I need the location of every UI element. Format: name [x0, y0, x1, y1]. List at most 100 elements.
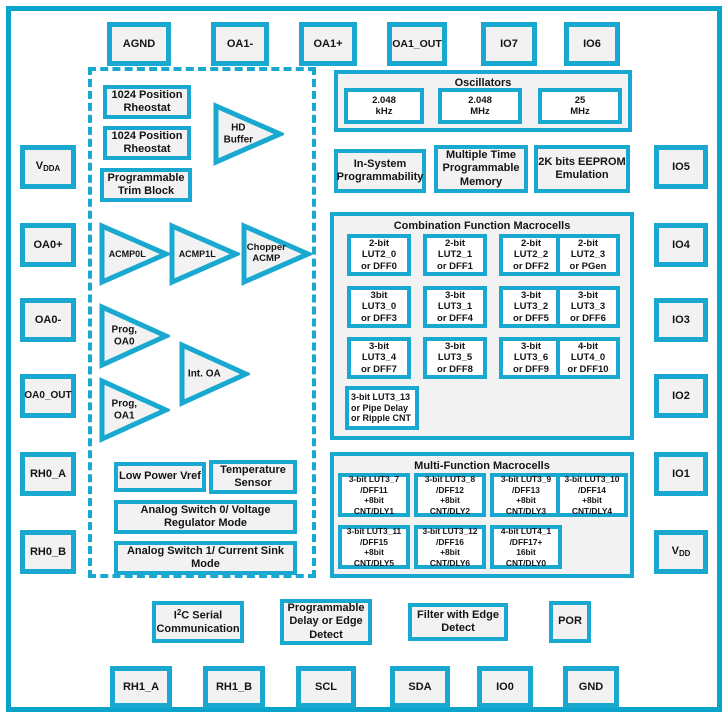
- c5-l1: 3-bit: [444, 290, 466, 302]
- amp-prog-oa0[interactable]: Prog, OA0: [98, 303, 170, 369]
- pad-vdda[interactable]: VDDA: [20, 145, 76, 189]
- block-low-power-vref[interactable]: Low Power Vref: [114, 462, 206, 492]
- pad-oa1-plus[interactable]: OA1+: [299, 22, 357, 66]
- pad-io2[interactable]: IO2: [654, 374, 708, 418]
- block-temperature-sensor[interactable]: Temperature Sensor: [209, 460, 297, 494]
- pad-rh1-b[interactable]: RH1_B: [203, 666, 265, 708]
- block-analog-switch-0[interactable]: Analog Switch 0/ Voltage Regulator Mode: [114, 500, 297, 534]
- block-programmable-delay-edge-detect[interactable]: Programmable Delay or Edge Detect: [280, 599, 372, 645]
- pad-oa0-out[interactable]: OA0_OUT: [20, 374, 76, 418]
- pad-rh0-b[interactable]: RH0_B: [20, 530, 76, 574]
- c0-l1: 2-bit: [368, 238, 390, 250]
- pad-sda[interactable]: SDA: [390, 666, 450, 708]
- combination-macrocells-title: Combination Function Macrocells: [393, 220, 571, 232]
- pad-io0[interactable]: IO0: [477, 666, 533, 708]
- amp-acmp0l-label: ACMP0L: [108, 248, 146, 259]
- block-in-system-programmability[interactable]: In-System Programmability: [334, 149, 426, 193]
- pad-oa0-plus[interactable]: OA0+: [20, 223, 76, 267]
- c7-l2: LUT3_3: [570, 301, 606, 313]
- pad-oa1-out[interactable]: OA1_OUT: [387, 22, 447, 66]
- m1-l1: 3-bit LUT3_8: [424, 474, 476, 484]
- c10-l1: 3-bit: [520, 341, 542, 353]
- c11-l2: LUT4_0: [570, 352, 606, 364]
- block-eeprom-emulation[interactable]: 2K bits EEPROM Emulation: [534, 145, 630, 193]
- m2-l3: +8bit: [516, 495, 536, 505]
- m5-l2: /DFF16: [436, 536, 464, 547]
- pad-rh0-a[interactable]: RH0_A: [20, 452, 76, 496]
- c10-l3: or DFF9: [513, 363, 549, 375]
- pad-oa0-minus[interactable]: OA0-: [20, 298, 76, 342]
- pad-oa1-minus[interactable]: OA1-: [211, 22, 269, 66]
- pad-scl[interactable]: SCL: [296, 666, 356, 708]
- block-programmable-trim[interactable]: Programmable Trim Block: [100, 168, 192, 202]
- amp-hd-buffer-label: HD Buffer: [223, 122, 254, 146]
- amp-prog-oa0-label: Prog, OA0: [111, 324, 138, 348]
- block-filter-edge-detect[interactable]: Filter with Edge Detect: [408, 603, 508, 641]
- block-rheostat-1[interactable]: 1024 Position Rheostat: [103, 126, 191, 160]
- pad-io7[interactable]: IO7: [481, 22, 537, 66]
- m4-l4: CNT/DLY5: [353, 557, 395, 568]
- pad-io3[interactable]: IO3: [654, 298, 708, 342]
- amp-prog-oa1[interactable]: Prog, OA1: [98, 377, 170, 443]
- block-rheostat-0[interactable]: 1024 Position Rheostat: [103, 85, 191, 119]
- amp-acmp0l[interactable]: ACMP0L: [98, 222, 170, 286]
- pad-io4[interactable]: IO4: [654, 223, 708, 267]
- block-analog-switch-1[interactable]: Analog Switch 1/ Current Sink Mode: [114, 541, 297, 575]
- osc1-line1: 2.048: [468, 94, 492, 106]
- amp-chopper-acmp[interactable]: Chopper ACMP: [240, 222, 312, 286]
- c4-l3: or DFF3: [361, 312, 397, 324]
- c2-l1: 2-bit: [520, 238, 542, 250]
- c6-l1: 3-bit: [520, 290, 542, 302]
- block-por[interactable]: POR: [549, 601, 591, 643]
- pad-gnd[interactable]: GND: [563, 666, 619, 708]
- c1-l3: or DFF1: [437, 260, 473, 272]
- c2-l3: or DFF2: [513, 260, 549, 272]
- m0-l2: /DFF11: [360, 484, 388, 495]
- pad-vdd-label: VDD: [671, 545, 691, 559]
- c7-l1: 3-bit: [577, 290, 599, 302]
- amp-acmp1l[interactable]: ACMP1L: [168, 222, 240, 286]
- pad-io5[interactable]: IO5: [654, 145, 708, 189]
- m6-l4: CNT/DLY0: [505, 557, 547, 568]
- pad-io1[interactable]: IO1: [654, 452, 708, 496]
- m2-l4: CNT/DLY3: [505, 505, 547, 516]
- pad-vdd[interactable]: VDD: [654, 530, 708, 574]
- c11-l3: or DFF10: [567, 363, 609, 375]
- m6-l2: /DFF17+: [509, 536, 543, 547]
- amp-int-oa[interactable]: Int. OA: [178, 341, 250, 407]
- m5-l3: +8bit: [440, 547, 460, 557]
- pad-rh1-a[interactable]: RH1_A: [110, 666, 172, 708]
- pad-io6[interactable]: IO6: [564, 22, 620, 66]
- pad-agnd[interactable]: AGND: [107, 22, 171, 66]
- c9-l3: or DFF8: [437, 363, 473, 375]
- c8-l2: LUT3_4: [361, 352, 397, 364]
- block-mtp-memory[interactable]: Multiple Time Programmable Memory: [434, 145, 528, 193]
- c8-l3: or DFF7: [361, 363, 397, 375]
- amp-acmp1l-label: ACMP1L: [178, 248, 216, 259]
- amp-hd-buffer[interactable]: HD Buffer: [212, 102, 284, 166]
